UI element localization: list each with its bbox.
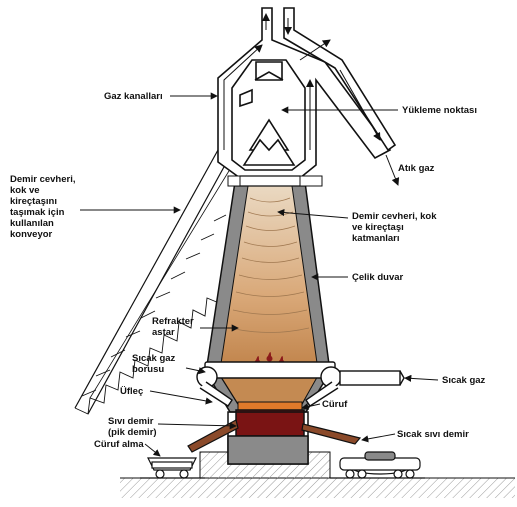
label-slag-removal: Cüruf alma [94,439,144,450]
leader-lines [80,92,439,457]
label-molten-iron-1: Sıvı demir [108,416,154,427]
label-hot-gas: Sıcak gaz [442,375,486,386]
label-conveyor-6: konveyor [10,229,53,240]
label-hot-gas-pipe-2: borusu [132,364,164,375]
label-conveyor-2: kok ve [10,185,40,196]
label-refractory-2: astar [152,327,175,338]
hot-gas-pipe [196,361,405,407]
label-refractory-1: Refrakter [152,316,194,327]
label-molten-iron-2: (pik demir) [108,427,157,438]
label-conveyor-1: Demir cevheri, [10,174,75,185]
label-hot-gas-pipe-1: Sıcak gaz [132,353,176,364]
label-layers-1: Demir cevheri, kok [352,211,437,222]
hearth [204,371,332,465]
label-gas-ducts: Gaz kanalları [104,91,163,102]
label-waste-gas: Atık gaz [398,163,435,174]
label-layers-2: ve kireçtaşı [352,222,404,233]
label-conveyor-3: kireçtaşını [10,196,57,207]
label-tuyere: Üfleç [120,386,143,397]
label-loading-point: Yükleme noktası [402,105,477,116]
label-steel-wall: Çelik duvar [352,272,404,283]
gas-duct-structure [217,7,397,179]
label-layers-3: katmanları [352,233,400,244]
conveyor [74,147,244,415]
gas-flow-arrows [223,13,381,150]
tapping-channels [187,419,362,453]
furnace-shell [205,175,331,373]
waste-gas-arrow [385,154,400,186]
label-hot-molten-iron: Sıcak sıvı demir [397,429,469,440]
label-conveyor-4: taşımak için [10,207,65,218]
iron-ladle-car [330,451,425,479]
slag-car [140,457,205,479]
label-conveyor-5: kullanılan [10,218,54,229]
label-slag: Cüruf [322,399,348,410]
